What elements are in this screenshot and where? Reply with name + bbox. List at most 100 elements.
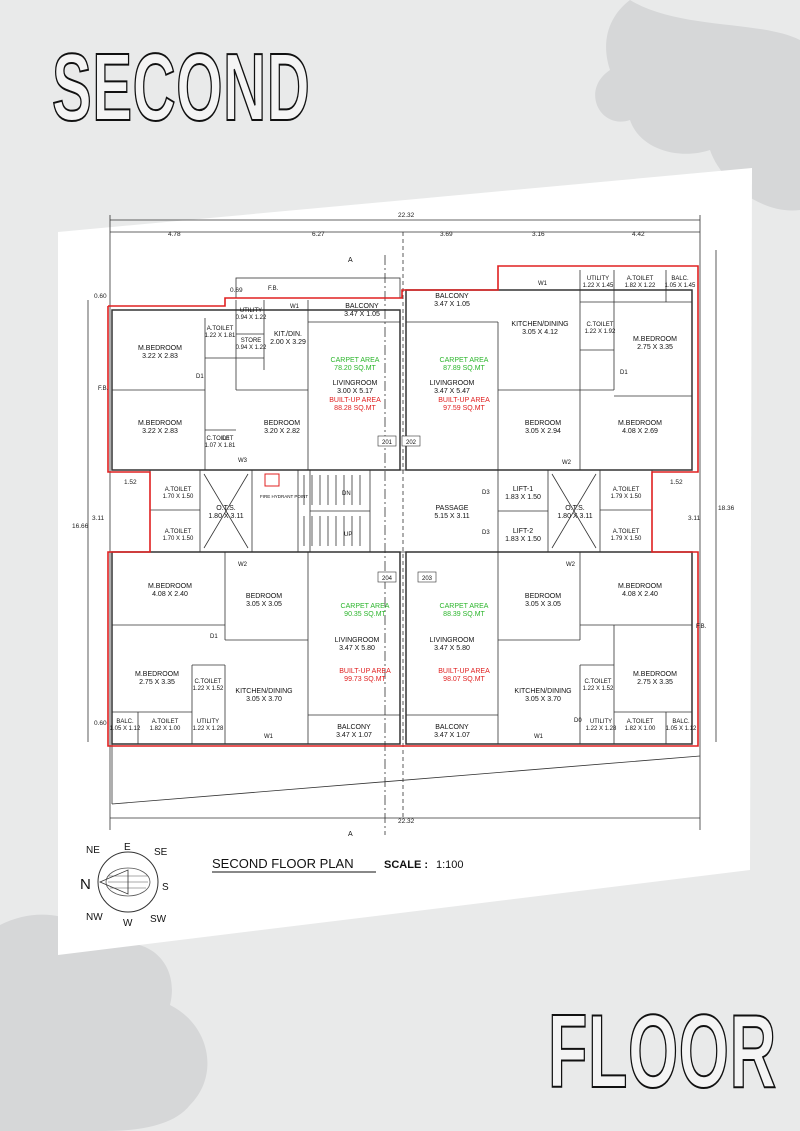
builtup-area-label: BUILT-UP AREA xyxy=(438,397,490,404)
room-size: 3.05 X 3.70 xyxy=(246,696,282,703)
compass-s: S xyxy=(162,882,169,893)
room-name: M.BEDROOM xyxy=(633,671,677,678)
room-name: BEDROOM xyxy=(246,593,282,600)
carpet-area-value: 78.20 SQ.MT xyxy=(334,365,376,372)
dim-right-total: 18.36 xyxy=(718,505,735,512)
room-size: 3.20 X 2.82 xyxy=(264,428,300,435)
room-name: M.BEDROOM xyxy=(618,420,662,427)
room-name: M.BEDROOM xyxy=(148,583,192,590)
room-size: 1.22 X 1.92 xyxy=(585,329,616,335)
room-name: A.TOILET xyxy=(152,719,179,725)
dimension-labels: 22.32 22.32 4.78 6.27 3.69 3.16 4.42 16.… xyxy=(72,212,735,838)
dim-segment-2: 6.27 xyxy=(312,231,325,238)
carpet-area-value: 88.39 SQ.MT xyxy=(443,611,485,618)
window-w3: W3 xyxy=(238,458,248,464)
compass-e: E xyxy=(124,842,131,853)
room-name: A.TOILET xyxy=(613,529,640,535)
room-name: BALCONY xyxy=(345,303,379,310)
room-name: BALCONY xyxy=(435,724,469,731)
room-size: 3.00 X 5.17 xyxy=(337,388,373,395)
dim-left-152: 1.52 xyxy=(124,479,137,486)
carpet-area-label: CARPET AREA xyxy=(331,357,380,364)
room-size: 4.08 X 2.40 xyxy=(622,591,658,598)
room-name: C.TOILET xyxy=(195,679,222,685)
window-w2-a: W2 xyxy=(238,562,248,568)
room-size: 3.05 X 4.12 xyxy=(522,329,558,336)
room-name: BEDROOM xyxy=(525,593,561,600)
window-w2-b: W2 xyxy=(562,460,572,466)
compass-nw: NW xyxy=(86,912,103,923)
window-w1-d: W1 xyxy=(534,734,544,740)
compass-se: SE xyxy=(154,847,168,858)
scale-value: 1:100 xyxy=(436,859,464,871)
room-size: 1.07 X 1.81 xyxy=(205,443,236,449)
page-title-bottom: FLOOR xyxy=(547,994,777,1110)
dim-overall-bottom: 22.32 xyxy=(398,818,415,825)
sheet-background xyxy=(58,168,752,955)
room-name: LIVINGROOM xyxy=(430,380,475,387)
dim-segment-5: 4.42 xyxy=(632,231,645,238)
room-name: O.T.S. xyxy=(216,505,236,512)
room-name: C.TOILET xyxy=(207,436,234,442)
dim-offset-top: 0.60 xyxy=(94,293,107,300)
misc-plan-labels: DN UP FIRE HYDRANT POINT D3 D3 D1 D1 D1 … xyxy=(196,281,628,740)
builtup-area-value: 88.28 SQ.MT xyxy=(334,405,376,412)
dim-offset-bottom: 0.60 xyxy=(94,720,107,727)
room-name: BALCONY xyxy=(435,293,469,300)
stair-down-label: DN xyxy=(342,491,351,497)
room-name: A.TOILET xyxy=(627,276,654,282)
compass-rose: N NE E SE S SW W NW xyxy=(80,842,169,929)
room-name: A.TOILET xyxy=(613,487,640,493)
room-size: 3.05 X 2.94 xyxy=(525,428,561,435)
unit-boundaries xyxy=(107,265,699,747)
room-name: M.BEDROOM xyxy=(633,336,677,343)
room-size: 1.22 X 1.52 xyxy=(193,686,224,692)
room-size: 2.75 X 3.35 xyxy=(637,679,673,686)
room-name: KITCHEN/DINING xyxy=(235,688,292,695)
room-name: UTILITY xyxy=(590,719,612,725)
room-name: M.BEDROOM xyxy=(135,671,179,678)
room-size: 3.22 X 2.83 xyxy=(142,353,178,360)
room-name: A.TOILET xyxy=(627,719,654,725)
room-name: PASSAGE xyxy=(436,505,469,512)
room-size: 5.15 X 3.11 xyxy=(434,513,469,520)
room-size: 3.47 X 1.07 xyxy=(336,732,372,739)
fb-label-top: F.B. xyxy=(268,286,279,292)
window-w1-b: W1 xyxy=(538,281,548,287)
staircase xyxy=(297,470,361,552)
room-size: 3.05 X 3.05 xyxy=(246,601,282,608)
unit-number-box xyxy=(377,571,397,583)
door-d1-b: D1 xyxy=(196,374,204,380)
room-size: 4.08 X 2.40 xyxy=(152,591,188,598)
room-name: LIVINGROOM xyxy=(335,637,380,644)
room-size: 3.47 X 1.07 xyxy=(434,732,470,739)
door-d3-1: D3 xyxy=(482,490,490,496)
room-name: O.T.S. xyxy=(565,505,585,512)
room-name: BEDROOM xyxy=(264,420,300,427)
room-name: UTILITY xyxy=(197,719,219,725)
room-size: 1.05 X 1.12 xyxy=(110,726,141,732)
compass-n: N xyxy=(80,876,91,893)
unit-number: 201 xyxy=(382,440,393,446)
room-name: M.BEDROOM xyxy=(618,583,662,590)
room-name: C.TOILET xyxy=(587,322,614,328)
decorative-leaf-top-right xyxy=(595,0,800,211)
door-d3-2: D3 xyxy=(482,530,490,536)
builtup-area-value: 97.59 SQ.MT xyxy=(443,405,485,412)
room-size: 2.00 X 3.29 xyxy=(270,339,306,346)
room-size: 3.47 X 5.80 xyxy=(339,645,375,652)
decorative-leaf-bottom-left xyxy=(0,914,208,1131)
room-size: 0.94 X 1.22 xyxy=(236,345,267,351)
plan-caption: SECOND FLOOR PLAN xyxy=(212,856,354,871)
room-name: BALC. xyxy=(672,719,690,725)
room-size: 1.05 X 1.12 xyxy=(666,726,697,732)
room-name: BALCONY xyxy=(337,724,371,731)
section-mark-top: A xyxy=(348,257,353,264)
door-d0: D0 xyxy=(574,718,582,724)
room-name: KIT./DIN. xyxy=(274,331,302,338)
room-size: 1.22 X 1.28 xyxy=(586,726,617,732)
scale-label: SCALE : xyxy=(384,859,428,871)
builtup-area-label: BUILT-UP AREA xyxy=(438,668,490,675)
